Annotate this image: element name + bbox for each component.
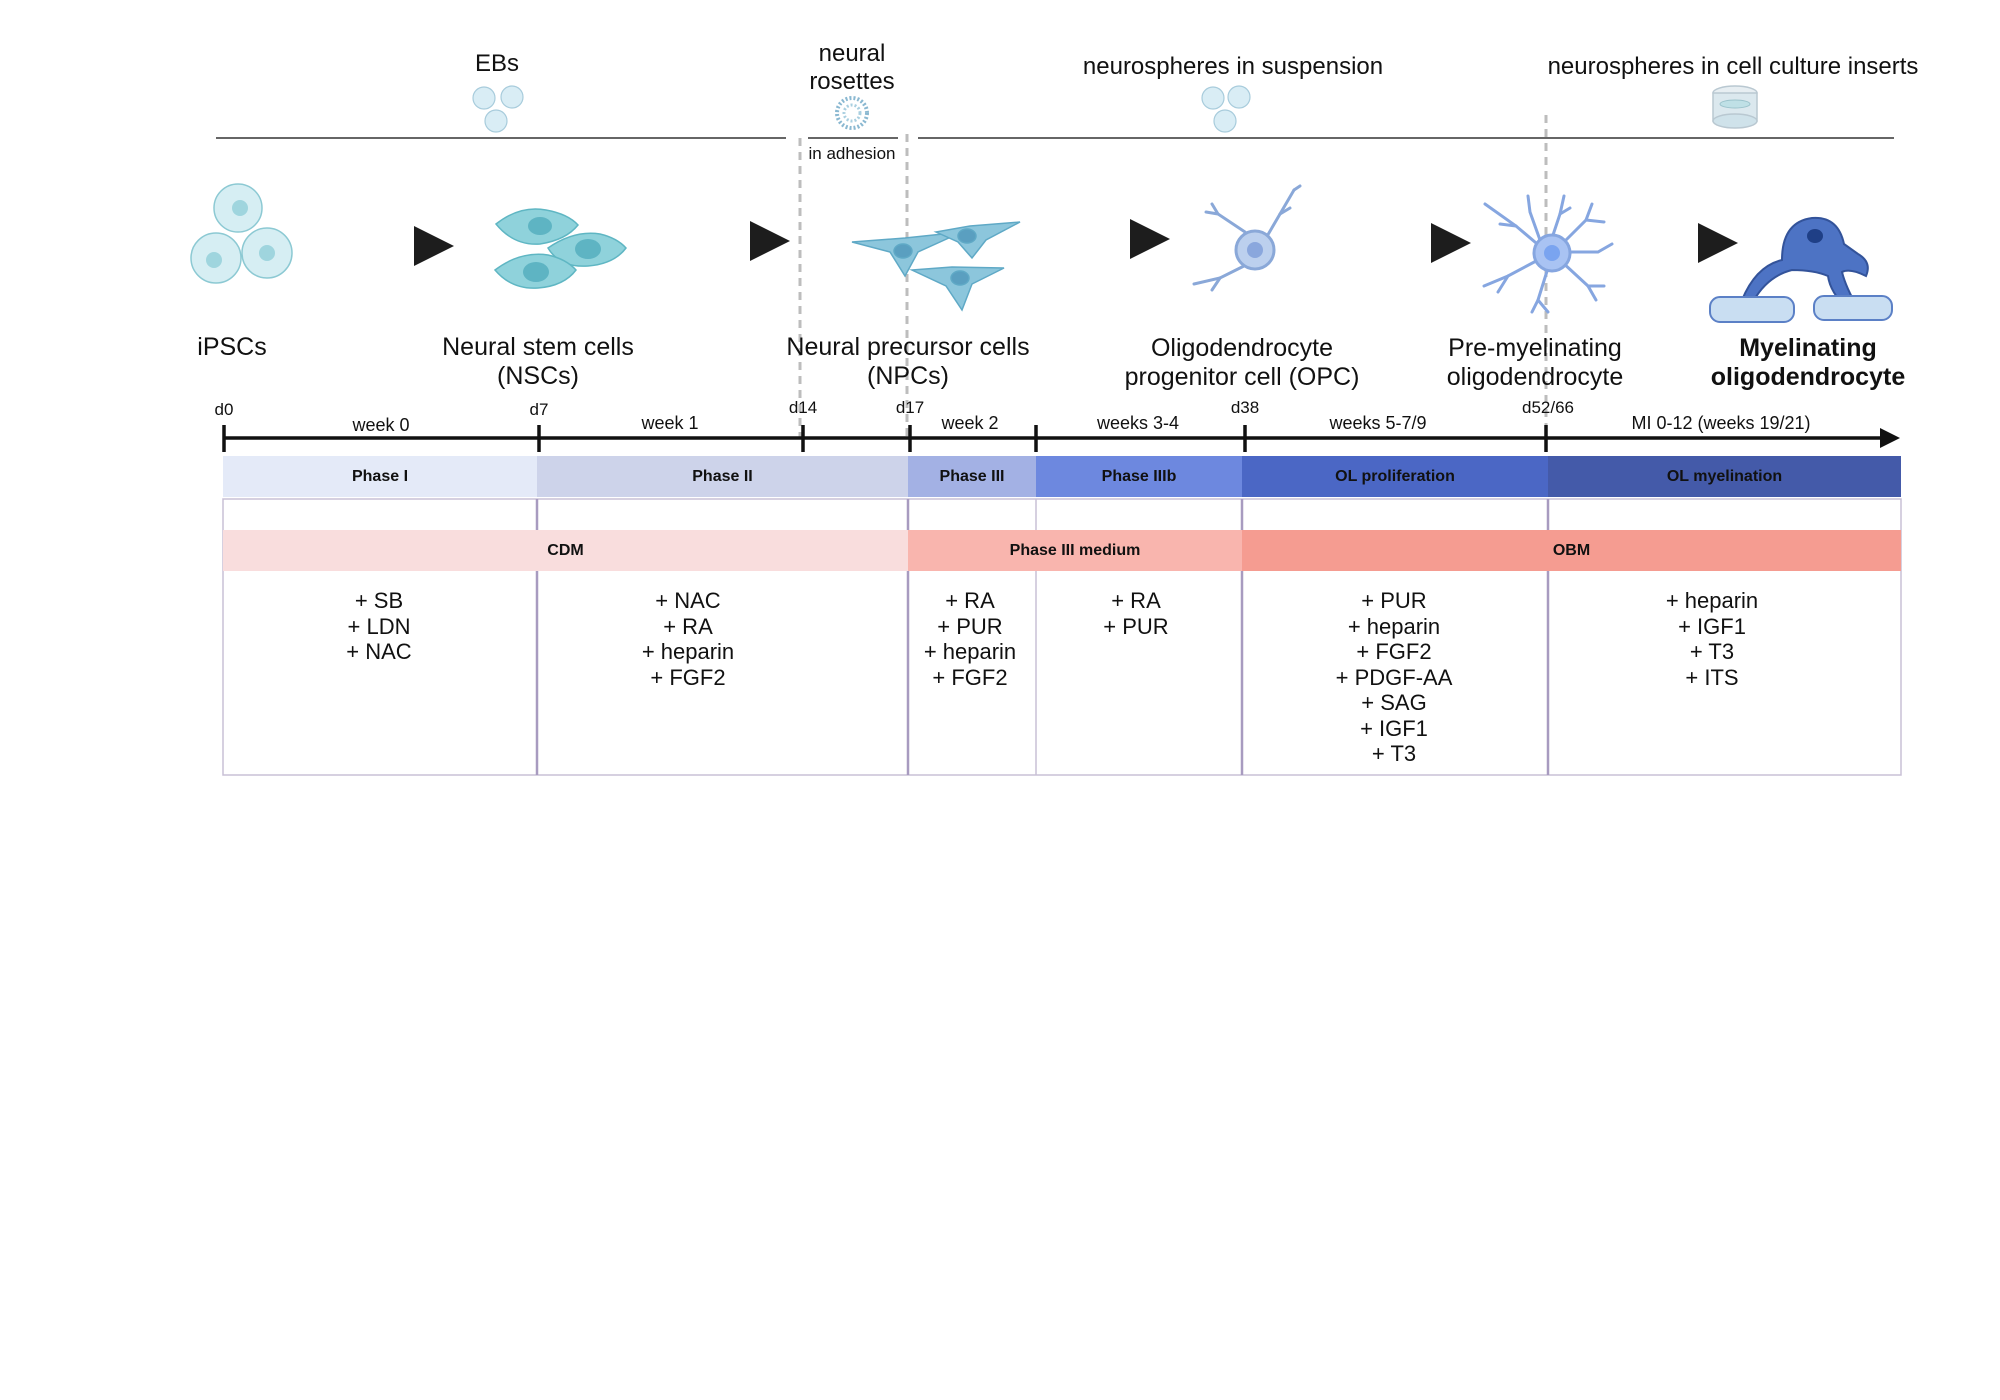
cell-label-npc: Neural precursor cells (NPCs) (786, 333, 1030, 390)
phase-band-2: Phase II (537, 456, 908, 497)
culture-insert-icon (1712, 85, 1758, 129)
suspension-spheres-icon (1201, 85, 1251, 133)
day-label-d7: d7 (529, 400, 549, 419)
day-label-d52-66: d52/66 (1522, 398, 1574, 417)
week-label-3-4: weeks 3-4 (1096, 413, 1180, 433)
week-label-1: week 1 (641, 413, 699, 433)
cell-label-ipsc: iPSCs (197, 333, 267, 361)
rosette-icon (835, 96, 869, 130)
cell-label-opc: Oligodendrocyte progenitor cell (OPC) (1124, 334, 1360, 391)
opc-cell-icon (1192, 184, 1302, 292)
nsc-cells-icon (493, 208, 627, 289)
state-label-ebs: EBs (474, 50, 520, 77)
phase-band-3b: Phase IIIb (1036, 456, 1242, 497)
phase-band-ol-myelination: OL myelination (1548, 456, 1901, 497)
myelinating-cell-icon (1709, 216, 1893, 323)
pre-myelinating-cell-icon (1482, 194, 1614, 314)
day-label-d0: d0 (214, 400, 234, 419)
day-label-d38: d38 (1230, 398, 1260, 417)
supplements-phase-2: + NAC + RA + heparin + FGF2 (641, 588, 735, 690)
supplements-phase-3b: + RA + PUR (1103, 588, 1169, 639)
phase-band-1: Phase I (223, 456, 537, 497)
state-label-suspension: neurospheres in suspension (1082, 53, 1384, 80)
supplements-ol-proliferation: + PUR + heparin + FGF2 + PDGF-AA + SAG +… (1335, 588, 1453, 766)
week-label-5-7-9: weeks 5-7/9 (1329, 413, 1427, 433)
media-band-phase3: Phase III medium (908, 530, 1242, 571)
media-band-cdm: CDM (223, 530, 908, 571)
cell-label-nsc: Neural stem cells (NSCs) (442, 333, 634, 390)
cell-label-myel: Myelinating oligodendrocyte (1710, 334, 1906, 391)
supplements-phase-3: + RA + PUR + heparin + FGF2 (923, 588, 1017, 690)
phase-band-ol-proliferation: OL proliferation (1242, 456, 1548, 497)
day-label-d14: d14 (788, 398, 818, 417)
ipsc-cells-icon (190, 183, 293, 284)
week-label-0: week 0 (352, 415, 410, 435)
week-label-2: week 2 (941, 413, 999, 433)
supplements-phase-1: + SB + LDN + NAC (346, 588, 412, 664)
npc-cells-icon (851, 221, 1021, 312)
stage-arrows (330, 219, 1738, 266)
cell-label-premyel: Pre-myelinating oligodendrocyte (1446, 334, 1624, 391)
state-label-rosettes: neural rosettes (809, 40, 895, 95)
media-band-obm: OBM (1242, 530, 1901, 571)
timeline-axis (222, 425, 1900, 452)
week-label-mi: MI 0-12 (weeks 19/21) (1631, 413, 1811, 433)
day-label-d17: d17 (895, 398, 925, 417)
eb-spheres-icon (472, 85, 524, 133)
phase-band-3: Phase III (908, 456, 1036, 497)
state-sublabel-adhesion: in adhesion (808, 144, 896, 163)
state-label-inserts: neurospheres in cell culture inserts (1547, 53, 1919, 80)
supplements-ol-myelination: + heparin + IGF1 + T3 + ITS (1665, 588, 1759, 690)
